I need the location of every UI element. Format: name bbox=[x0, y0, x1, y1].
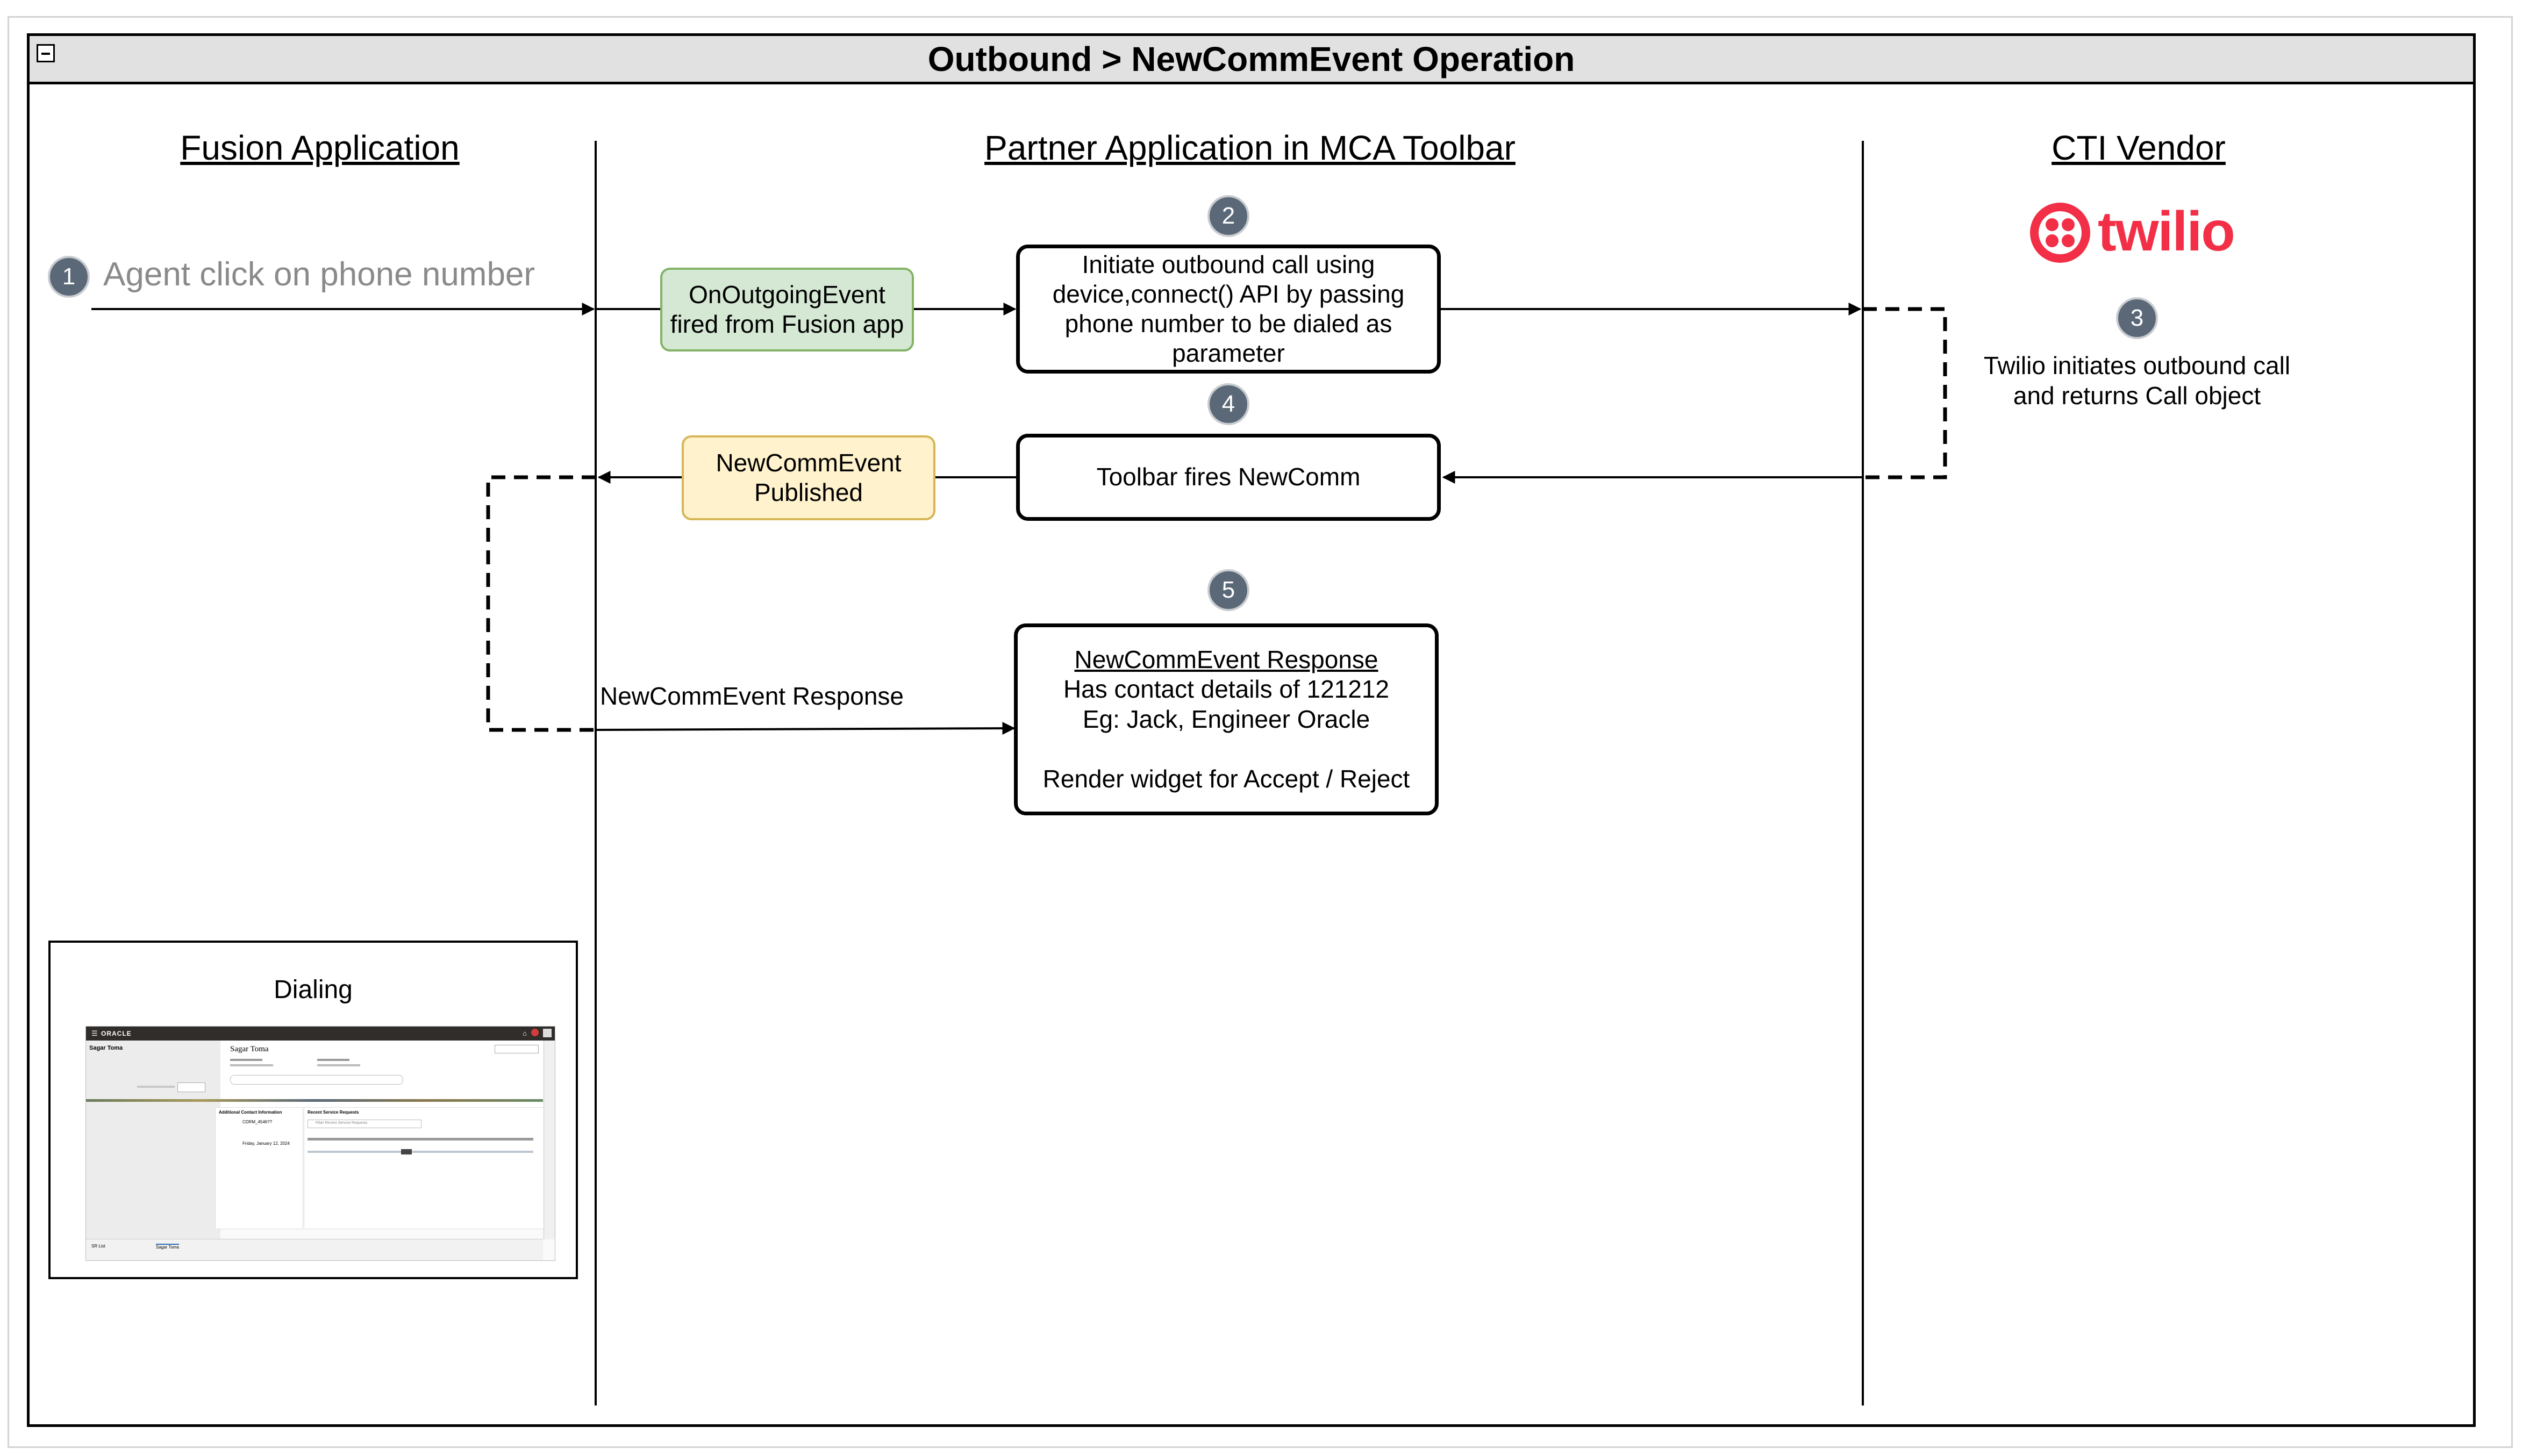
menu-icon[interactable]: ☰ bbox=[91, 1029, 98, 1037]
date-value: Friday, January 12, 2024 bbox=[242, 1141, 290, 1146]
app-header-bar: ☰ ORACLE ⌂ bbox=[86, 1027, 555, 1041]
thumbnail-title: Dialing bbox=[274, 976, 353, 1004]
lane-title-fusion: Fusion Application bbox=[180, 128, 460, 167]
toolbar-fires-box: Toolbar fires NewComm bbox=[1016, 434, 1441, 521]
contact-details-button[interactable] bbox=[495, 1045, 539, 1053]
step-1-label: Agent click on phone number bbox=[103, 256, 535, 293]
mobile-field bbox=[317, 1059, 349, 1061]
sidebar-contact-name: Sagar Toma bbox=[89, 1045, 123, 1051]
fusion-app-screenshot: ☰ ORACLE ⌂ Sagar Toma Sagar Toma bbox=[85, 1026, 555, 1261]
contact-header: Sagar Toma bbox=[220, 1041, 543, 1113]
step-3-badge: 3 bbox=[2116, 297, 2158, 339]
status-badge bbox=[401, 1149, 412, 1154]
tab-contact[interactable]: Sagar Toma bbox=[156, 1244, 179, 1250]
outer-border bbox=[8, 16, 2513, 1448]
phone-field bbox=[230, 1064, 273, 1066]
collapse-icon[interactable] bbox=[37, 44, 55, 62]
additional-info-panel: Additional Contact Information CDRM_4546… bbox=[215, 1107, 303, 1229]
step-2-badge: 2 bbox=[1207, 195, 1249, 237]
user-avatar[interactable] bbox=[543, 1029, 552, 1037]
email-field bbox=[317, 1064, 360, 1066]
cancel-button[interactable] bbox=[177, 1082, 205, 1092]
title-bar: Outbound > NewCommEvent Operation bbox=[27, 33, 2476, 84]
dashed-fusion-loop bbox=[486, 475, 596, 732]
header-contact-name: Sagar Toma bbox=[230, 1045, 269, 1053]
lane-title-cti-vendor: CTI Vendor bbox=[2052, 128, 2226, 167]
response-line-4: Render widget for Accept / Reject bbox=[1042, 764, 1410, 793]
initiate-call-box: Initiate outbound call using device,conn… bbox=[1016, 245, 1441, 374]
response-line-2: Eg: Jack, Engineer Oracle bbox=[1082, 705, 1370, 733]
divider-stripe bbox=[86, 1099, 543, 1102]
dialing-thumbnail: Dialing ☰ ORACLE ⌂ Sagar Toma Sagar Toma bbox=[48, 941, 578, 1279]
response-line-1: Has contact details of 121212 bbox=[1063, 675, 1390, 704]
contact-id-value: CDRM_4546?? bbox=[242, 1120, 273, 1124]
published-event-box: NewCommEvent Published bbox=[682, 435, 935, 520]
twilio-logo: twilio bbox=[2027, 198, 2253, 268]
dialing-status-text bbox=[137, 1086, 175, 1088]
app-brand: ORACLE bbox=[101, 1030, 132, 1037]
step-1-badge: 1 bbox=[48, 256, 90, 298]
response-heading: NewCommEvent Response bbox=[1074, 645, 1378, 674]
dashed-vendor-loop bbox=[1863, 307, 1947, 479]
additional-info-title: Additional Contact Information bbox=[219, 1110, 282, 1115]
filter-placeholder: Filter Recent Service Requests bbox=[316, 1121, 368, 1125]
arrow-response-to-toolbar bbox=[595, 722, 1016, 735]
service-requests-panel: Recent Service Requests Filter Recent Se… bbox=[304, 1107, 544, 1229]
tab-sr-list[interactable]: SR List bbox=[91, 1244, 105, 1249]
ask-input[interactable] bbox=[230, 1075, 403, 1085]
filter-input[interactable]: Filter Recent Service Requests bbox=[308, 1120, 421, 1128]
table-row[interactable] bbox=[308, 1151, 533, 1153]
step-3-label: Twilio initiates outbound call and retur… bbox=[1983, 352, 2291, 410]
lane-title-partner: Partner Application in MCA Toolbar bbox=[984, 128, 1516, 167]
twilio-mark-icon bbox=[2030, 203, 2090, 263]
right-toolbar bbox=[544, 1041, 555, 1239]
contact-sidebar: Sagar Toma bbox=[86, 1041, 220, 1253]
response-arrow-label: NewCommEvent Response bbox=[600, 682, 904, 710]
table-header bbox=[308, 1138, 533, 1141]
home-icon[interactable]: ⌂ bbox=[523, 1029, 527, 1037]
bottom-tabs: SR List Sagar Toma bbox=[86, 1239, 543, 1260]
notification-icon[interactable] bbox=[531, 1029, 539, 1036]
service-requests-title: Recent Service Requests bbox=[308, 1110, 359, 1115]
response-box: NewCommEvent Response Has contact detail… bbox=[1014, 623, 1439, 815]
outgoing-event-box: OnOutgoingEvent fired from Fusion app bbox=[660, 268, 914, 352]
step-5-badge: 5 bbox=[1207, 569, 1249, 611]
twilio-wordmark: twilio bbox=[2098, 200, 2235, 263]
job-title-field bbox=[230, 1059, 262, 1061]
diagram-title: Outbound > NewCommEvent Operation bbox=[927, 39, 1575, 78]
step-4-badge: 4 bbox=[1207, 383, 1249, 425]
